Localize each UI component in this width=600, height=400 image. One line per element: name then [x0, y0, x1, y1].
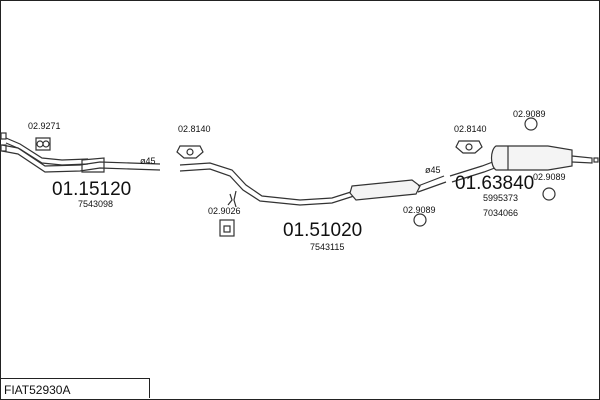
oe-number-3a: 5995373: [483, 193, 519, 203]
clamp-02-9271: [35, 137, 51, 151]
diameter-label-2: ø45: [425, 165, 441, 175]
ring-label-3: 02.9089: [533, 172, 566, 182]
hanger-label-2: 02.8140: [454, 124, 487, 134]
oe-number-3b: 7034066: [483, 208, 519, 218]
oe-number-2: 7543115: [310, 242, 345, 252]
ring-label-2: 02.9089: [513, 109, 546, 119]
diagram-code: FIAT52930A: [0, 378, 150, 398]
hanger-label-1: 02.8140: [178, 124, 211, 134]
clamp-label-1: 02.9271: [28, 121, 61, 131]
ring-02-9089-middle: [413, 213, 427, 227]
middle-pipe: [179, 162, 447, 208]
oe-number-1: 7543098: [78, 199, 114, 209]
bracket-02-9026: [219, 219, 235, 237]
front-pipe: [0, 132, 161, 173]
ring-02-9089-top: [524, 117, 538, 131]
part-number-1: 01.15120: [52, 179, 132, 200]
ring-label-1: 02.9089: [403, 205, 436, 215]
bracket-label-1: 02.9026: [208, 206, 241, 216]
hanger-02-8140-left: [176, 145, 204, 159]
diameter-label-1: ø45: [140, 156, 156, 166]
ring-02-9089-right: [542, 187, 556, 201]
part-number-2: 01.51020: [283, 220, 363, 241]
rear-silencer: [449, 145, 599, 183]
hanger-02-8140-right: [455, 140, 483, 154]
part-number-3: 01.63840: [455, 173, 535, 194]
